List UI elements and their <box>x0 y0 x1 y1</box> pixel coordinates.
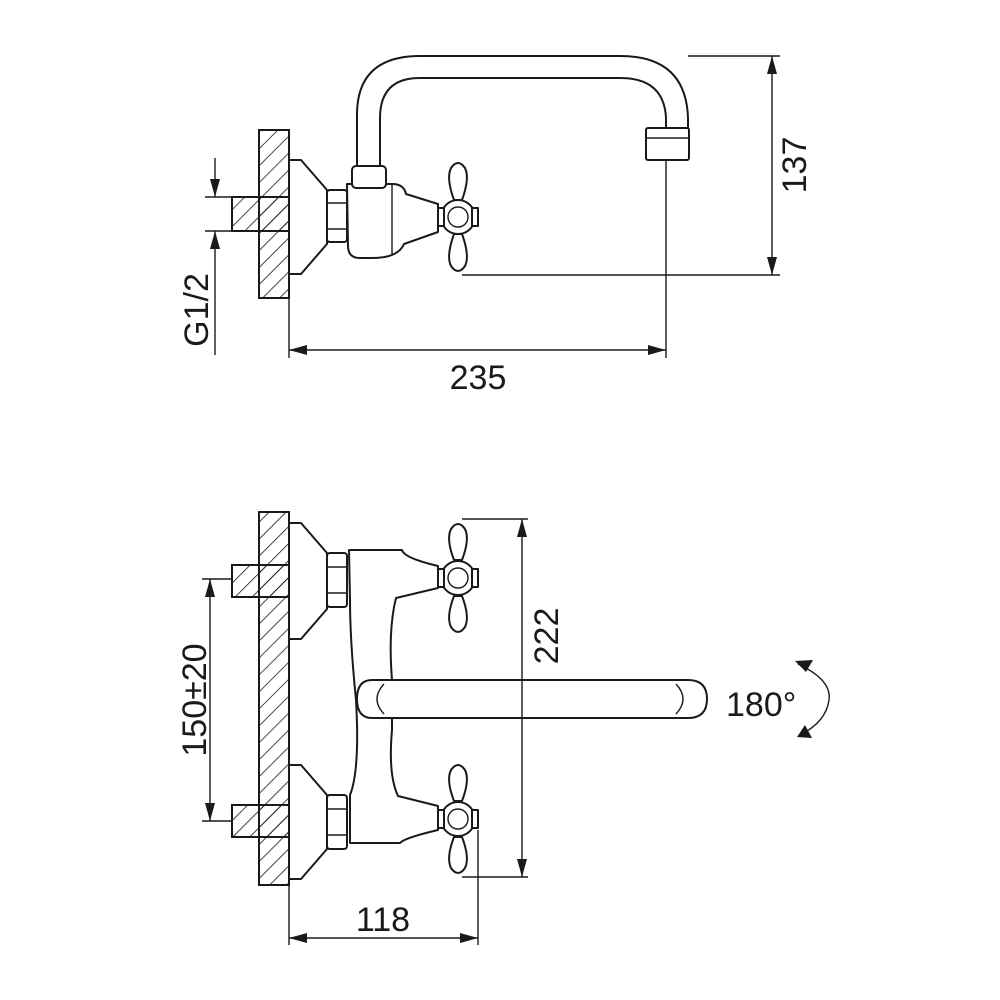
front-inlet-lower <box>231 804 290 838</box>
dim-projection-label: 118 <box>356 901 410 939</box>
dim-total-height <box>462 518 528 878</box>
side-hex-nut <box>326 189 348 243</box>
dim-thread <box>205 158 232 355</box>
rotation-arrow <box>795 660 830 738</box>
side-cross-handle <box>437 162 479 272</box>
dim-overall-length-label: 235 <box>450 359 507 397</box>
front-cross-handle-upper <box>437 523 479 633</box>
dim-inlet-spacing-label: 150±20 <box>176 643 214 756</box>
front-cross-handle-lower <box>437 764 479 874</box>
front-escutcheon-upper <box>288 522 328 640</box>
dim-thread-label: G1/2 <box>178 273 216 347</box>
dim-overall-length <box>288 160 667 358</box>
front-spout <box>356 679 708 719</box>
side-view: 137 235 G1/2 <box>178 55 814 397</box>
dim-rotation-label: 180° <box>726 686 796 724</box>
dim-inlet-spacing <box>202 578 232 822</box>
side-inlet-pipe <box>231 196 290 232</box>
front-view: 222 150±20 118 180° <box>176 511 830 945</box>
dim-spout-height-label: 137 <box>776 137 814 194</box>
dim-projection <box>288 830 479 945</box>
dim-spout-height <box>462 55 780 276</box>
front-inlet-upper <box>231 564 290 598</box>
dim-total-height-label: 222 <box>528 608 566 665</box>
side-escutcheon <box>288 159 328 275</box>
side-aerator <box>645 127 690 161</box>
side-spout-nut <box>351 165 387 189</box>
side-spout <box>356 55 689 175</box>
front-escutcheon-lower <box>288 764 328 880</box>
